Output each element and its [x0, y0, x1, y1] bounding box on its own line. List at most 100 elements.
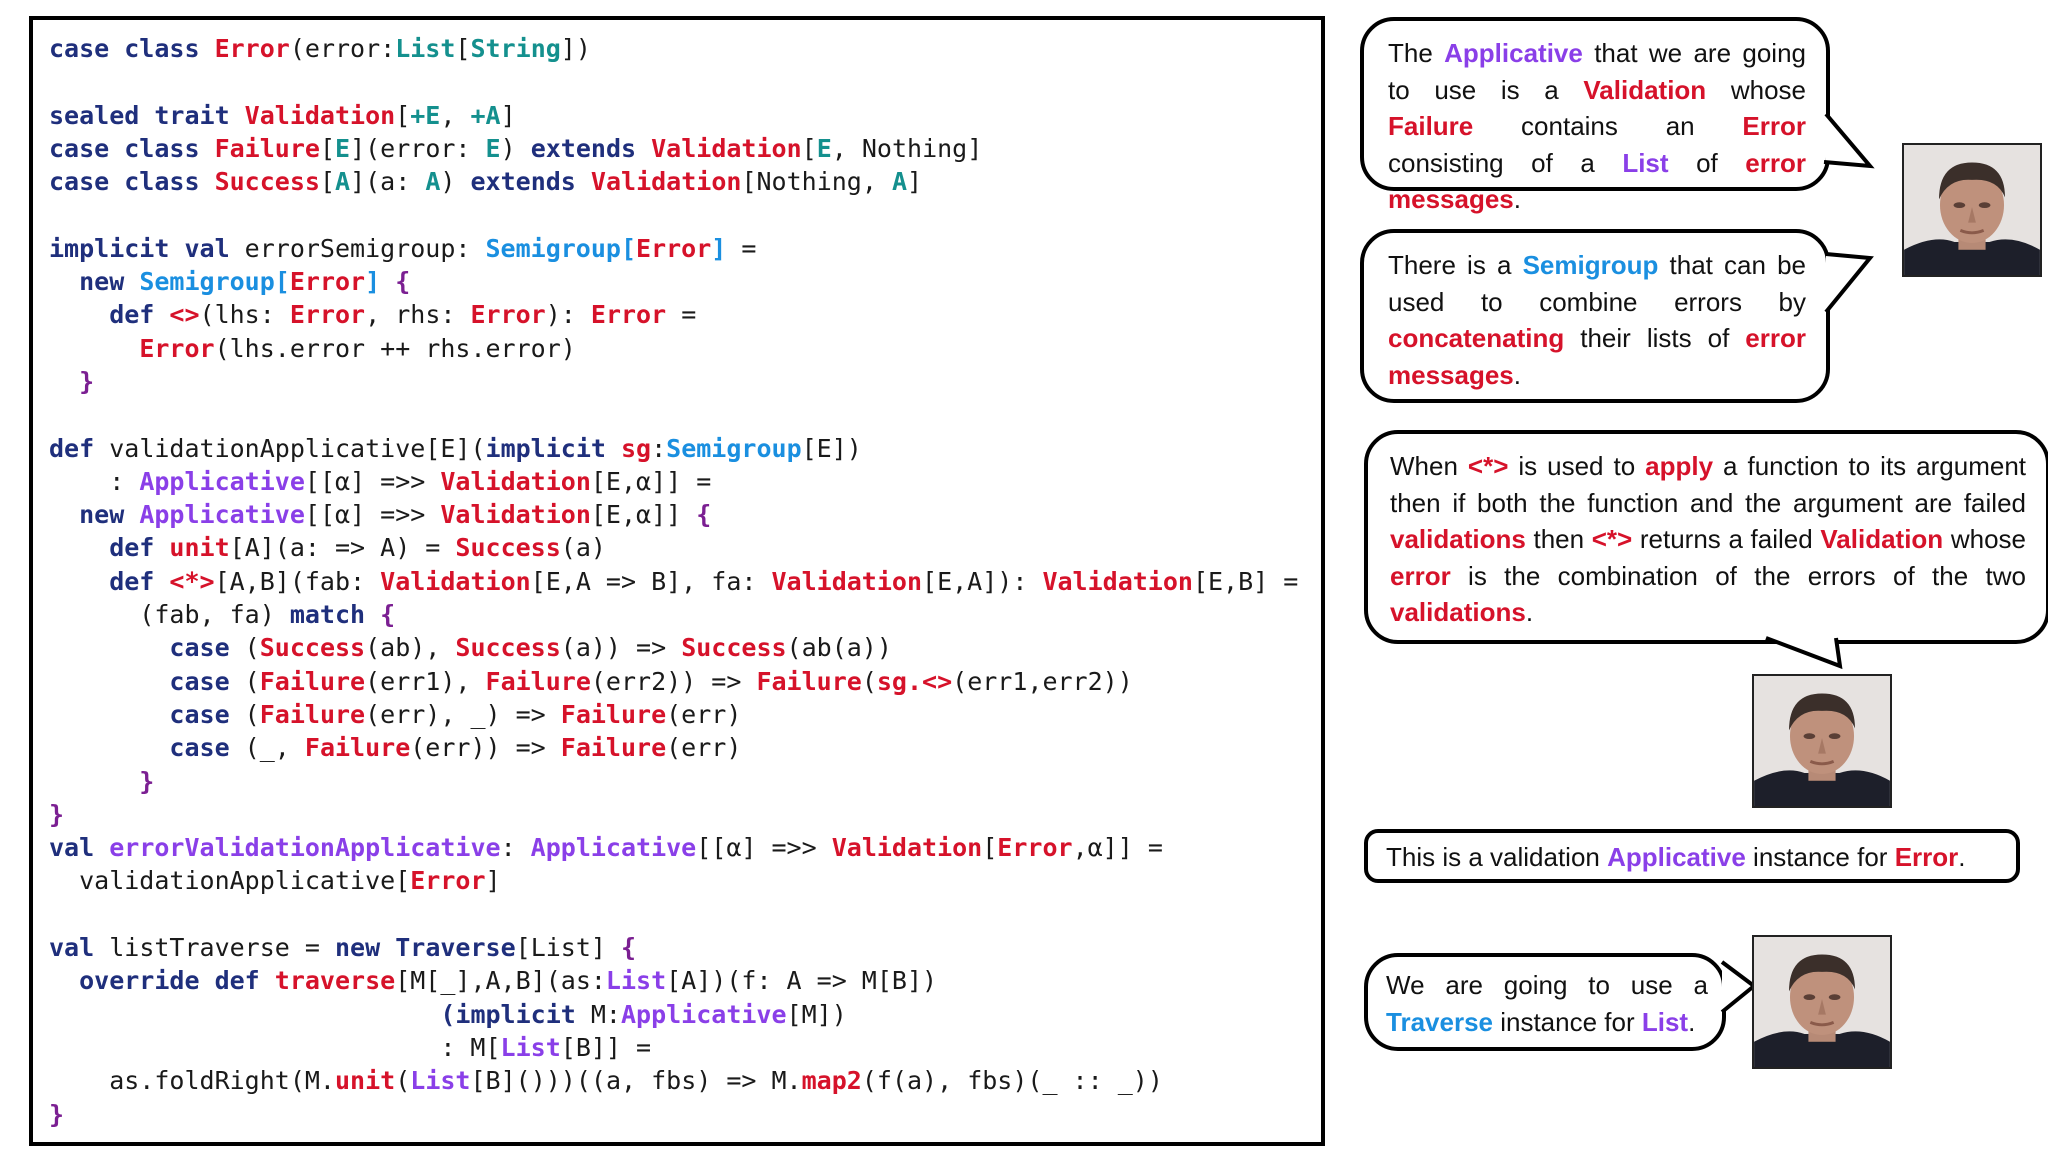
- code-token: ]: [365, 267, 381, 297]
- bubble-text-segment: <*>: [1467, 451, 1509, 481]
- code-token: [E,α]] =: [590, 466, 712, 496]
- code-token: implicit: [485, 433, 621, 463]
- bubble-text-segment: Error: [1894, 842, 1959, 872]
- code-token: , rhs:: [365, 300, 471, 330]
- bubble-tail: [1765, 636, 1843, 670]
- code-token: Failure: [560, 733, 667, 763]
- code-token: Failure: [259, 699, 366, 729]
- code-token: Applicative: [530, 833, 697, 863]
- bubble-text-segment: validations: [1390, 597, 1526, 627]
- code-line: implicit val errorSemigroup: Semigroup[E…: [49, 232, 1298, 265]
- code-token: [E,α]]: [590, 500, 697, 530]
- bubble-text-segment: List: [1622, 147, 1669, 178]
- bubble-text-segment: contains an: [1473, 111, 1743, 141]
- code-token: Validation: [440, 466, 591, 496]
- code-line: def validationApplicative[E](implicit sg…: [49, 432, 1298, 465]
- code-token: =: [726, 233, 757, 263]
- bubble-text-segment: that can be used to combine errors by: [1388, 250, 1806, 317]
- bubble-text: We are going to use a Traverse instance …: [1386, 967, 1708, 1040]
- code-token: (: [395, 1066, 411, 1096]
- code-token: (: [244, 666, 260, 696]
- code-token: A: [425, 167, 441, 197]
- bubble-text-segment: Validation: [1820, 524, 1944, 554]
- bubble-text-segment: <*>: [1591, 524, 1633, 554]
- code-token: =: [666, 300, 697, 330]
- code-token: {: [621, 933, 637, 963]
- bubble-tail: [1824, 252, 1874, 314]
- code-token: Error: [997, 833, 1073, 863]
- code-token: Traverse: [395, 933, 516, 963]
- code-token: [E,B] =: [1192, 566, 1299, 596]
- code-token: {: [696, 500, 712, 530]
- code-token: (ab(a)): [786, 633, 892, 663]
- code-line: case (Failure(err), _) => Failure(err): [49, 698, 1298, 731]
- code-line: def <>(lhs: Error, rhs: Error): Error =: [49, 298, 1298, 331]
- bubble-text: This is a validation Applicative instanc…: [1386, 839, 2006, 876]
- code-token: val: [49, 833, 110, 863]
- bubble-text-segment: We are going to use a: [1386, 970, 1708, 1000]
- code-token: new: [49, 500, 140, 530]
- bubble-text: The Applicative that we are going to use…: [1388, 35, 1806, 218]
- code-token: [: [274, 267, 290, 297]
- bubble-text-segment: is the combination of the errors of the …: [1450, 560, 2026, 591]
- bubble-text-segment: Validation: [1583, 74, 1707, 105]
- code-token: [: [982, 833, 998, 863]
- code-token: [A](a: => A) =: [229, 533, 456, 563]
- code-token: (a)) =>: [560, 633, 682, 663]
- code-token: Validation: [651, 133, 802, 163]
- bubble-text-segment: apply: [1645, 451, 1714, 481]
- code-token: Validation: [1042, 566, 1193, 596]
- code-token: sg.<>: [876, 666, 953, 696]
- speech-bubble-traverse: We are going to use a Traverse instance …: [1364, 953, 1726, 1051]
- code-token: sg: [620, 433, 652, 463]
- code-token: (: [244, 633, 260, 663]
- code-token: [: [319, 167, 335, 197]
- code-token: ]): [560, 34, 591, 63]
- code-token: (err1,err2)): [952, 666, 1133, 696]
- code-token: }: [49, 366, 95, 396]
- code-token: unit: [334, 1066, 396, 1096]
- code-token: Validation: [831, 833, 983, 863]
- speech-bubble-instance: This is a validation Applicative instanc…: [1364, 829, 2020, 883]
- code-token: extends: [530, 133, 652, 163]
- code-token: def: [49, 300, 170, 330]
- bubble-text-segment: of: [1668, 147, 1746, 178]
- code-token: Failure: [485, 666, 591, 696]
- code-token: Success: [455, 533, 561, 563]
- bubble-text-segment: error: [1390, 560, 1451, 591]
- code-token: (a): [560, 533, 606, 563]
- code-line: [49, 898, 1298, 931]
- bubble-text-segment: When: [1390, 451, 1468, 481]
- code-token: E: [335, 133, 351, 163]
- code-token: A: [891, 167, 908, 197]
- code-token: Semigroup: [666, 433, 802, 463]
- code-panel: case class Error(error:List[String])seal…: [29, 16, 1325, 1146]
- code-token: case: [49, 699, 245, 729]
- code-token: unit: [169, 533, 230, 563]
- bubble-tail: [1823, 112, 1875, 169]
- code-token: A: [335, 167, 351, 197]
- code-token: [E,A]):: [922, 566, 1043, 596]
- code-token: validationApplicative[E](: [109, 433, 486, 463]
- code-token: <>: [169, 300, 200, 330]
- bubble-text-segment: Failure: [1388, 111, 1474, 141]
- code-token: (: [244, 699, 260, 729]
- code-token: Failure: [560, 699, 667, 729]
- code-token: case class: [49, 133, 215, 163]
- presenter-photo-2: [1752, 674, 1892, 808]
- code-token: (err1),: [365, 666, 486, 696]
- code-token: (error:: [289, 34, 396, 63]
- code-line: [49, 198, 1298, 231]
- bubble-text-segment: returns a failed: [1632, 524, 1821, 554]
- bubble-text: There is a Semigroup that can be used to…: [1388, 247, 1806, 393]
- code-token: Error: [289, 300, 366, 330]
- code-token: Applicative: [139, 466, 305, 496]
- code-token: [B]] =: [560, 1032, 652, 1062]
- code-token: sealed trait: [49, 100, 245, 130]
- code-token: [[α] =>>: [304, 500, 441, 530]
- code-token: ): [440, 167, 471, 197]
- code-line: sealed trait Validation[+E, +A]: [49, 99, 1298, 132]
- code-token: (lhs.error ++ rhs.error): [214, 333, 576, 363]
- code-token: map2: [801, 1066, 862, 1096]
- presenter-face-image: [1904, 145, 2040, 275]
